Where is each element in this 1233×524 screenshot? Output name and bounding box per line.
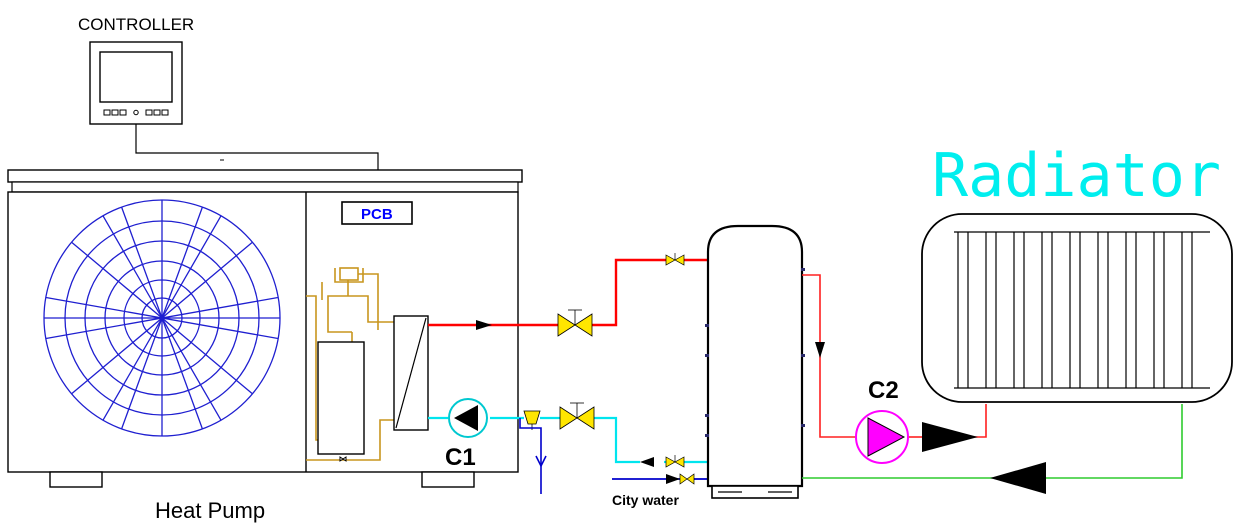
valve-icon[interactable] xyxy=(559,402,595,430)
valve-icon[interactable] xyxy=(557,309,593,337)
radiator-return-pipe xyxy=(802,404,1183,479)
pcb-board: PCB xyxy=(341,201,413,225)
flow-arrow-icon xyxy=(666,474,680,484)
fan-grille-icon xyxy=(43,199,281,437)
flow-arrow-icon xyxy=(922,422,978,452)
controller: CONTROLLER xyxy=(78,15,379,202)
storage-tank xyxy=(705,224,805,499)
radiator-label: Radiator xyxy=(932,141,1221,211)
heat-pump-unit: Heat Pump xyxy=(7,159,523,523)
strainer-icon xyxy=(523,410,541,430)
small-valve-icon[interactable] xyxy=(679,473,695,485)
pcb-label: PCB xyxy=(361,206,393,223)
small-valve-icon[interactable] xyxy=(665,253,685,266)
radiator-panel xyxy=(921,213,1233,403)
flow-arrow-icon xyxy=(990,462,1046,494)
controller-label: CONTROLLER xyxy=(78,15,194,34)
flow-arrow-icon xyxy=(815,342,825,358)
small-valve-icon[interactable] xyxy=(665,455,685,468)
circulation-pump-c1-icon[interactable] xyxy=(448,398,488,438)
compressor-tank xyxy=(317,341,365,455)
c1-label: C1 xyxy=(445,444,476,471)
c2-label: C2 xyxy=(868,377,899,404)
controller-buttons xyxy=(103,109,169,116)
flow-arrow-icon xyxy=(476,320,492,330)
city-water-label: City water xyxy=(612,492,679,508)
expansion-valve-icon xyxy=(339,456,347,462)
heat-pump-label: Heat Pump xyxy=(155,498,265,523)
hot-supply-pipe xyxy=(428,258,708,327)
circulation-pump-c2-icon[interactable] xyxy=(855,410,909,464)
drain-pipe xyxy=(519,418,547,494)
cold-return-pipe xyxy=(428,416,708,464)
flow-arrow-icon xyxy=(640,457,654,467)
heat-exchanger xyxy=(393,315,429,431)
